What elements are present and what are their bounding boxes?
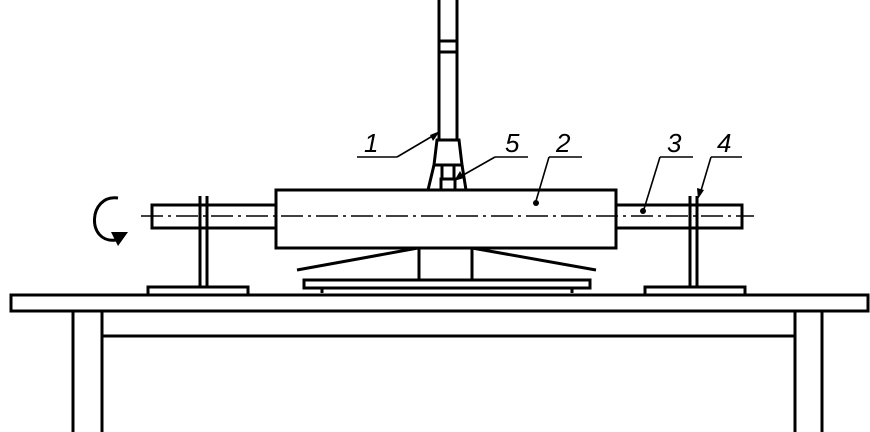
holder-leg-right: [460, 164, 468, 191]
table: [9, 293, 870, 432]
table-top: [9, 293, 870, 313]
leader-2: [535, 156, 550, 202]
leader-4: [699, 156, 712, 195]
leader-3-dot: [640, 208, 646, 214]
leader-3: [643, 156, 661, 210]
needle-probe: [439, 177, 457, 192]
base-plates: [146, 278, 747, 297]
cylinder-body: [274, 188, 618, 250]
center-base-plate: [302, 278, 592, 290]
leader-4-arrow: [697, 188, 704, 199]
right-base-plate: [643, 285, 747, 297]
callout-3: 3: [667, 128, 682, 158]
callout-4: 4: [717, 128, 731, 158]
holder-leg-left: [426, 164, 436, 191]
callout-2: 2: [555, 128, 571, 158]
leaders: [357, 131, 742, 214]
shaft-supports: [198, 196, 699, 287]
leader-2-dot: [533, 200, 539, 206]
callout-1: 1: [364, 128, 378, 158]
holder-assembly: [426, 0, 468, 192]
cylinder-stand: [296, 246, 597, 280]
leader-5: [457, 156, 496, 179]
leader-1: [396, 133, 437, 158]
cradle: [296, 246, 597, 272]
holder-tip: [440, 163, 456, 181]
rotation-arrow-icon: [93, 196, 128, 246]
leader-1-arrow: [430, 131, 440, 141]
left-base-plate: [146, 285, 250, 297]
callout-5: 5: [505, 128, 520, 158]
leader-5-arrow: [454, 171, 464, 181]
holder-cone: [432, 138, 464, 167]
